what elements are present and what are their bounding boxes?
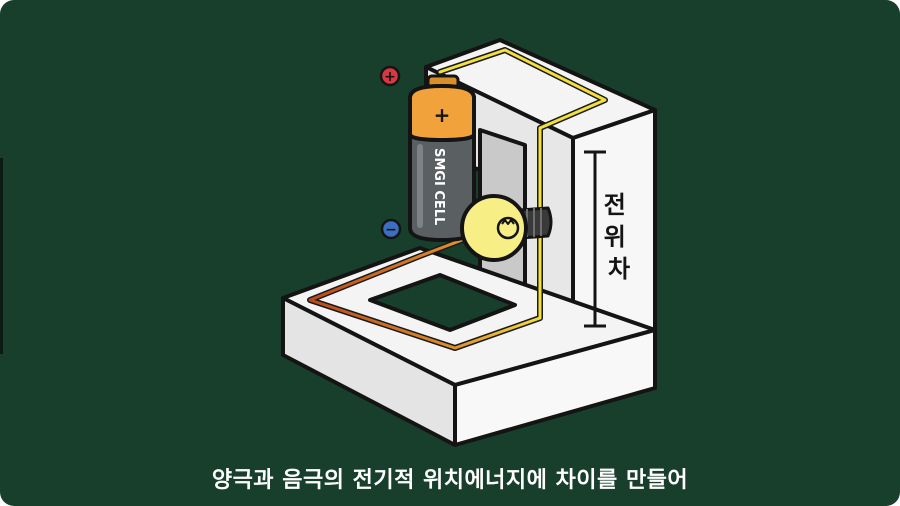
- frame-edge-marker: [0, 158, 3, 354]
- circuit-wire: [307, 47, 608, 351]
- potential-difference-label: 전 위 차: [604, 191, 634, 283]
- light-bulb-icon: [460, 194, 553, 262]
- svg-text:−: −: [385, 222, 397, 238]
- minus-terminal-icon: −: [380, 218, 402, 240]
- svg-text:+: +: [384, 69, 396, 85]
- caption: 양극과 음극의 전기적 위치에너지에 차이를 만들어: [211, 468, 689, 493]
- battery-brand-text: SMGI CELL: [431, 148, 446, 225]
- battery-cap-symbol: +: [434, 103, 451, 127]
- potential-difference-bracket: [584, 150, 606, 328]
- plus-terminal-icon: +: [379, 65, 401, 87]
